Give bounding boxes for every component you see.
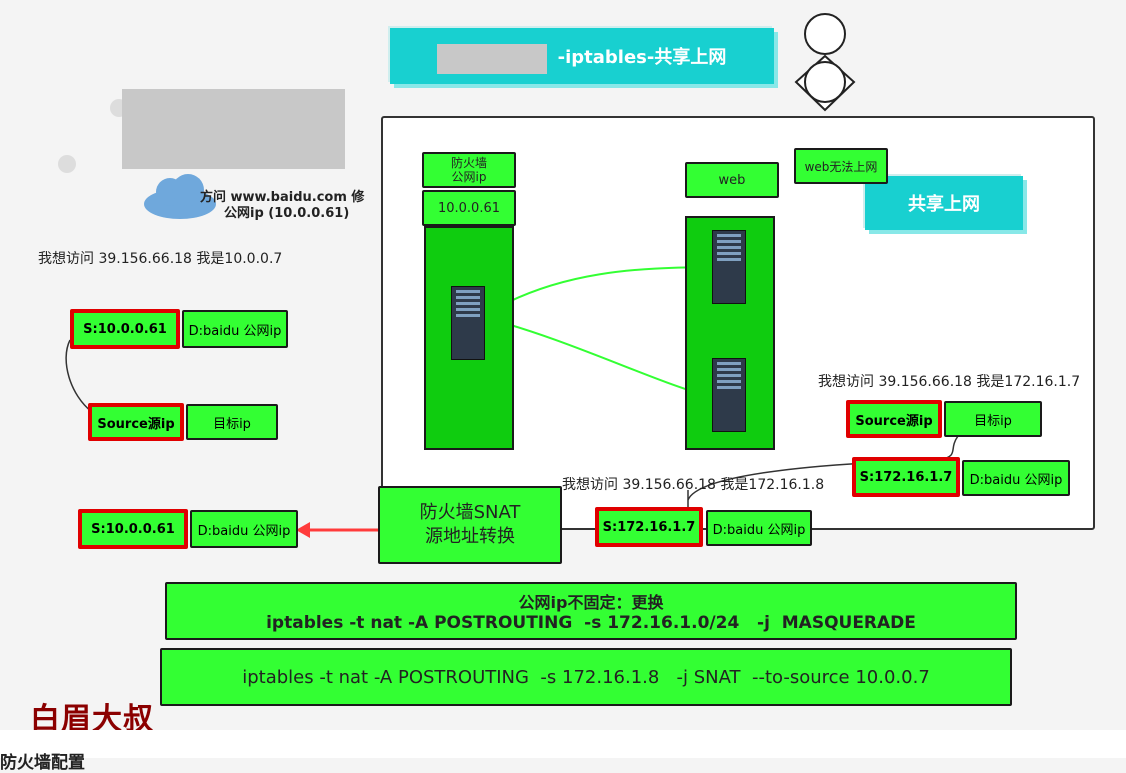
snat-command-text: iptables -t nat -A POSTROUTING -s 172.16… [242, 666, 930, 688]
server-bar [456, 296, 480, 299]
right-packet2-dst: D:baidu 公网ip [962, 460, 1070, 496]
server-bar [456, 290, 480, 293]
right-packet1-src-text: Source源ip [855, 413, 933, 429]
firewall-server-icon [451, 286, 485, 360]
server-bar [717, 252, 741, 255]
server-bar [717, 374, 741, 377]
right-packet1-src: Source源ip [846, 400, 942, 438]
snat-box-text: 防火墙SNAT 源地址转换 [419, 502, 521, 547]
left-packet1-src: S:10.0.0.61 [70, 309, 180, 349]
question-left: 我想访问 39.156.66.18 我是10.0.0.7 [38, 251, 283, 267]
decor-dot [58, 155, 76, 173]
server-bar [717, 386, 741, 389]
web-label-text: web [718, 172, 746, 188]
firewall-label: 防火墙 公网ip [422, 152, 516, 188]
firewall-label-text: 防火墙 公网ip [450, 156, 487, 184]
user-icon [794, 13, 856, 112]
left-packet2-dst: 目标ip [186, 404, 278, 440]
bottom-heading: 防火墙配置 [0, 753, 85, 773]
web-no-internet-box: web无法上网 [794, 148, 888, 184]
right-packet2-dst-text: D:baidu 公网ip [969, 472, 1063, 488]
right-packet1-dst-text: 目标ip [974, 413, 1012, 429]
left-packet2-src: Source源ip [88, 403, 184, 441]
center-packet-dst: D:baidu 公网ip [706, 510, 812, 546]
left-packet2-src-text: Source源ip [97, 416, 175, 432]
server-bar [717, 362, 741, 365]
cloud-text-line2: 公网ip (10.0.0.61) [224, 206, 350, 221]
firewall-ip-box: 10.0.0.61 [422, 190, 516, 226]
server-bar [456, 314, 480, 317]
center-packet-src-text: S:172.16.1.7 [602, 519, 696, 535]
cloud-text-line1: 方问 www.baidu.com 修 [200, 190, 365, 205]
redacted-block [122, 89, 345, 169]
left-packet1-dst-text: D:baidu 公网ip [188, 323, 282, 339]
shared-internet-text: 共享上网 [908, 194, 980, 215]
right-packet1-dst: 目标ip [944, 401, 1042, 437]
left-packet3-src: S:10.0.0.61 [78, 509, 188, 549]
left-packet3-dst: D:baidu 公网ip [190, 510, 298, 548]
left-packet3-src-text: S:10.0.0.61 [91, 521, 175, 537]
masquerade-line1: 公网ip不固定：更换 [518, 593, 664, 612]
web-server-icon-1 [712, 230, 746, 304]
left-packet3-dst-text: D:baidu 公网ip [197, 523, 291, 539]
server-bar [456, 308, 480, 311]
title-redaction [437, 44, 547, 74]
server-bar [717, 258, 741, 261]
web-server-icon-2 [712, 358, 746, 432]
shared-internet-banner: 共享上网 [865, 176, 1023, 230]
cloud-icon [144, 174, 216, 219]
masquerade-box: 公网ip不固定：更换 iptables -t nat -A POSTROUTIN… [165, 582, 1017, 640]
server-bar [717, 368, 741, 371]
web-no-internet-text: web无法上网 [804, 159, 878, 174]
server-bar [717, 240, 741, 243]
server-bar [717, 246, 741, 249]
left-packet1-dst: D:baidu 公网ip [182, 310, 288, 348]
server-bar [717, 234, 741, 237]
right-packet2-src: S:172.16.1.7 [852, 457, 960, 497]
masquerade-line2: iptables -t nat -A POSTROUTING -s 172.16… [266, 613, 916, 633]
bottom-strip [0, 730, 1126, 758]
question-right: 我想访问 39.156.66.18 我是172.16.1.7 [818, 374, 1081, 390]
left-packet1-src-text: S:10.0.0.61 [83, 321, 167, 337]
web-label-box: web [685, 162, 779, 198]
firewall-ip-text: 10.0.0.61 [437, 200, 501, 216]
question-bottom: 我想访问 39.156.66.18 我是172.16.1.8 [562, 477, 825, 493]
right-packet2-src-text: S:172.16.1.7 [859, 469, 953, 485]
snat-box: 防火墙SNAT 源地址转换 [378, 486, 562, 564]
left-packet2-dst-text: 目标ip [213, 416, 251, 432]
server-bar [456, 302, 480, 305]
center-packet-dst-text: D:baidu 公网ip [712, 522, 806, 538]
snat-command-box: iptables -t nat -A POSTROUTING -s 172.16… [160, 648, 1012, 706]
title-banner-text: -iptables-共享上网 [557, 47, 727, 68]
center-packet-src: S:172.16.1.7 [595, 507, 703, 547]
server-bar [717, 380, 741, 383]
